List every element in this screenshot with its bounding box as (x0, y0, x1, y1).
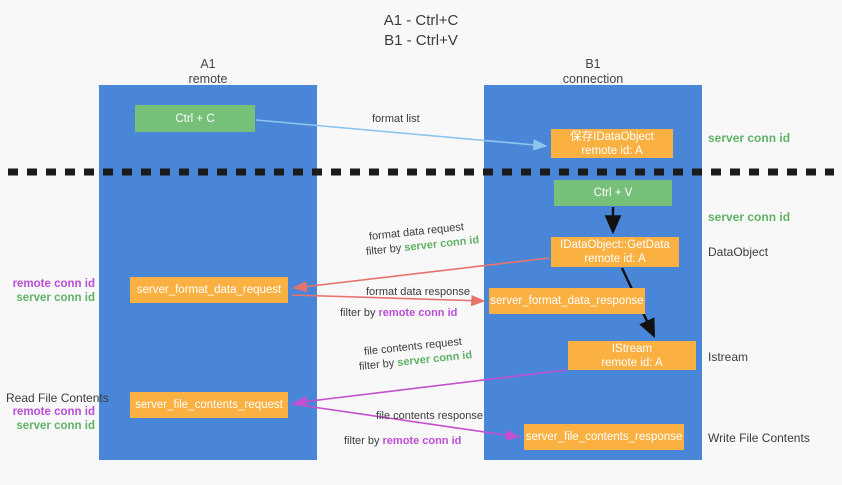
node-sfdreq-label: server_format_data_request (136, 284, 282, 296)
label-server-conn-id-2: server conn id (708, 210, 791, 224)
filter-prefix-3: filter by (358, 357, 398, 373)
column-b1-sub: connection (562, 72, 624, 86)
node-server-format-data-response[interactable]: server_format_data_response (489, 288, 645, 314)
label-remote-conn-id-2: remote conn id (12, 406, 95, 418)
node-idataobject-getdata[interactable]: IDataObject::GetData remote id: A (551, 237, 679, 267)
column-b1-name: B1 (585, 57, 601, 71)
column-a1-name: A1 (200, 57, 216, 71)
node-server-file-contents-response[interactable]: server_file_contents_response (524, 424, 684, 450)
node-istream-line2: remote id: A (601, 356, 663, 369)
label-server-conn-id-3: server conn id (16, 292, 95, 304)
column-header-a1: A1 remote (99, 57, 317, 87)
column-a1-sub: remote (188, 72, 228, 86)
edge-label-format-list: format list (372, 113, 420, 125)
filter-prefix-2: filter by (340, 307, 379, 319)
node-server-file-contents-request[interactable]: server_file_contents_request (130, 392, 288, 418)
filter-prefix-1: filter by (365, 242, 405, 258)
node-sfdresp-label: server_format_data_response (490, 295, 644, 307)
node-idataobject-line2: remote id: A (581, 144, 643, 157)
left-label-group-filecontents: Read File Contents remote conn id server… (6, 391, 109, 433)
diagram-title: A1 - Ctrl+C B1 - Ctrl+V (0, 11, 842, 51)
column-header-b1: B1 connection (484, 57, 702, 87)
node-getdata-line2: remote id: A (584, 253, 646, 265)
node-idataobject-line1: 保存IDataObject (570, 130, 654, 143)
label-remote-conn-id-1: remote conn id (12, 278, 95, 290)
filter-key-remote-conn-id-1: remote conn id (378, 307, 458, 319)
node-ctrl-c-label: Ctrl + C (175, 112, 215, 125)
edge-label-format-data-response-filter: filter by remote conn id (340, 306, 457, 320)
label-read-file-contents: Read File Contents (6, 391, 109, 405)
filter-key-remote-conn-id-2: remote conn id (382, 435, 462, 447)
node-ctrl-v[interactable]: Ctrl + V (554, 180, 672, 206)
label-istream: Istream (708, 350, 749, 364)
node-ctrl-c[interactable]: Ctrl + C (135, 105, 255, 132)
edge-label-file-contents-response: file contents response (376, 410, 484, 422)
node-server-format-data-request[interactable]: server_format_data_request (130, 277, 288, 303)
label-server-conn-id-1: server conn id (708, 131, 791, 145)
node-istream[interactable]: IStream remote id: A (568, 341, 696, 370)
label-server-conn-id-4: server conn id (16, 420, 95, 432)
edge-label-format-data-response: format data response (366, 286, 470, 298)
label-dataobject: DataObject (708, 245, 769, 259)
node-getdata-line1: IDataObject::GetData (560, 239, 670, 251)
left-label-group-format: remote conn id server conn id (10, 277, 95, 305)
node-idataobject[interactable]: 保存IDataObject remote id: A (551, 129, 673, 158)
title-line-1: A1 - Ctrl+C (383, 12, 459, 29)
edge-label-file-contents-response-filter: filter by remote conn id (344, 434, 461, 448)
node-sfcresp-label: server_file_contents_response (525, 431, 683, 443)
node-istream-line1: IStream (611, 342, 653, 355)
node-ctrl-v-label: Ctrl + V (593, 187, 633, 199)
filter-prefix-4: filter by (344, 435, 383, 447)
label-write-file-contents: Write File Contents (708, 431, 810, 445)
node-sfcreq-label: server_file_contents_request (135, 399, 283, 411)
title-line-2: B1 - Ctrl+V (384, 32, 458, 49)
